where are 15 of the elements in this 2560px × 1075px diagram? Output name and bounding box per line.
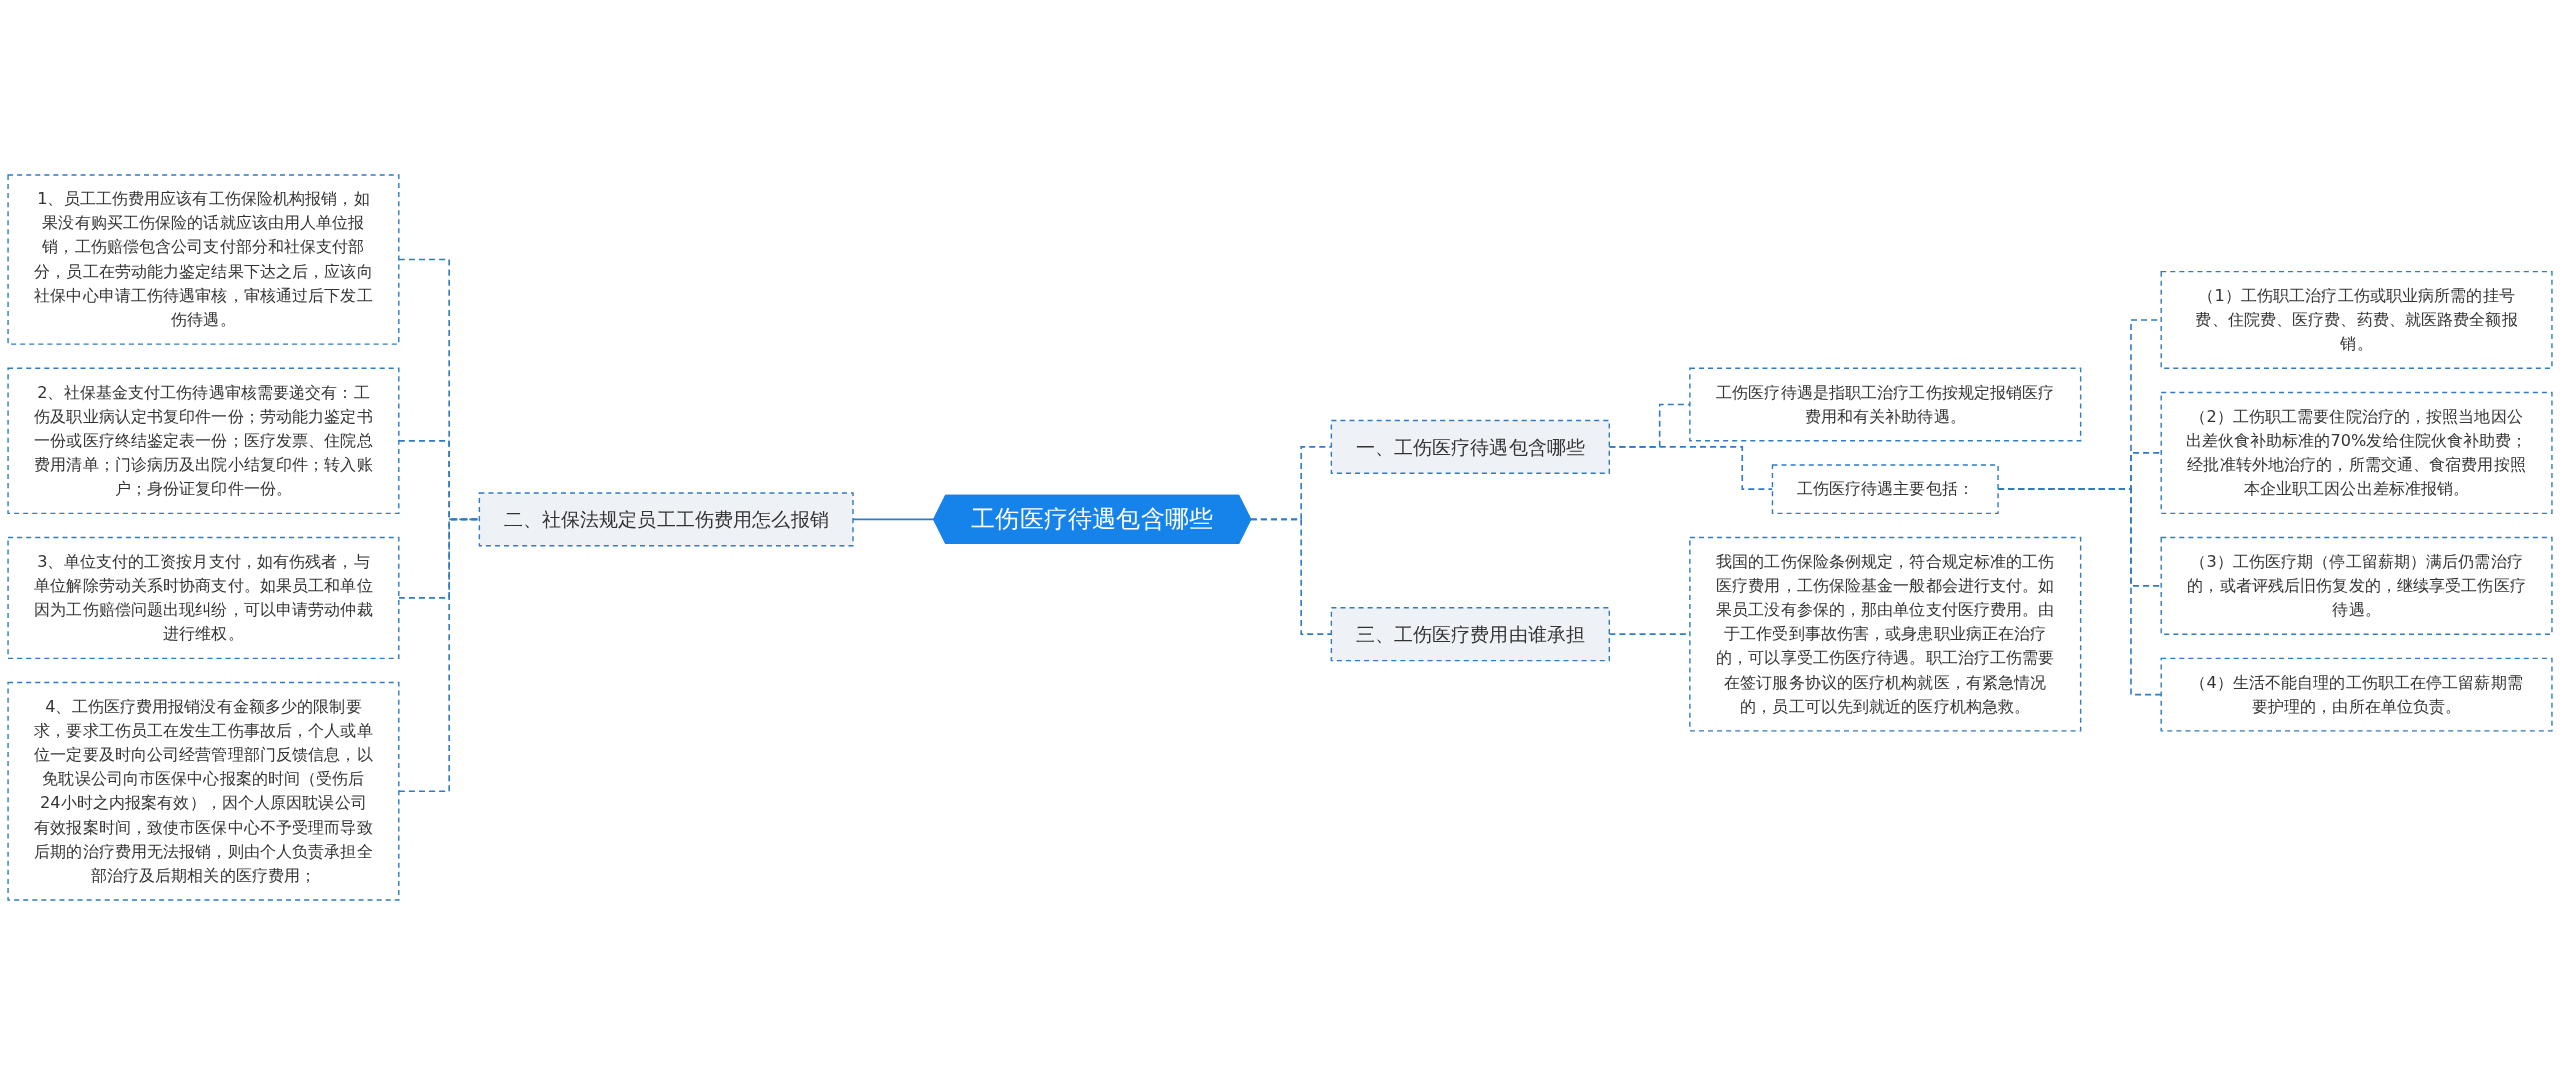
node-box: 4、工伤医疗费用报销没有金额多少的限制要求，要求工伤员工在发生工伤事故后，个人或单位一定要及时向公司经营管理部门反馈信息，以免耽误公司向市医保中心报案的时间（受伤后24小时之内报案有效），因个人原因耽误公司有效报案时间，致使市医保中心不予受理而导致后期的治疗费用无法报销，则由个人负责承担全部治疗及后期相关的医疗费用； [7, 681, 400, 901]
node-box: 二、社保法规定员工工伤费用怎么报销 [478, 492, 854, 547]
node-box: 工伤医疗待遇主要包括： [1771, 464, 1999, 515]
node-box: 3、单位支付的工资按月支付，如有伤残者，与单位解除劳动关系时协商支付。如果员工和单位因为工伤赔偿问题出现纠纷，可以申请劳动仲裁进行维权。 [7, 536, 400, 660]
node-box: 1、员工工伤费用应该有工伤保险机构报销，如果没有购买工伤保险的话就应该由用人单位报销，工伤赔偿包含公司支付部分和社保支付部分，员工在劳动能力鉴定结果下达之后，应该向社保中心申请工伤待遇审核，审核通过后下发工伤待遇。 [7, 174, 400, 345]
node-box: （3）工伤医疗期（停工留薪期）满后仍需治疗的，或者评残后旧伤复发的，继续享受工伤医疗待遇。 [2160, 536, 2553, 635]
node-box: 三、工伤医疗费用由谁承担 [1330, 607, 1611, 662]
node-box: 一、工伤医疗待遇包含哪些 [1330, 419, 1611, 474]
node-box: （1）工伤职工治疗工伤或职业病所需的挂号费、住院费、医疗费、药费、就医路费全额报销。 [2160, 270, 2553, 369]
node-box: 工伤医疗待遇是指职工治疗工伤按规定报销医疗费用和有关补助待遇。 [1689, 367, 2082, 442]
node-box: （4）生活不能自理的工伤职工在停工留薪期需要护理的，由所在单位负责。 [2160, 657, 2553, 732]
node-box: 2、社保基金支付工伤待遇审核需要递交有：工伤及职业病认定书复印件一份；劳动能力鉴定书一份或医疗终结鉴定表一份；医疗发票、住院总费用清单；门诊病历及出院小结复印件；转入账户；身份证复印件一份。 [7, 367, 400, 515]
node-box: 我国的工伤保险条例规定，符合规定标准的工伤医疗费用，工伤保险基金一般都会进行支付。如果员工没有参保的，那由单位支付医疗费用。由于工作受到事故伤害，或身患职业病正在治疗的，可以享受工伤医疗待遇。职工治疗工伤需要在签订服务协议的医疗机构就医，有紧急情况的，员工可以先到就近的医疗机构急救。 [1689, 536, 2082, 732]
connector [1997, 488, 2162, 696]
node-box: （2）工伤职工需要住院治疗的，按照当地因公出差伙食补助标准的70%发给住院伙食补助费；经批准转外地治疗的，所需交通、食宿费用按照本企业职工因公出差标准报销。 [2160, 391, 2553, 515]
